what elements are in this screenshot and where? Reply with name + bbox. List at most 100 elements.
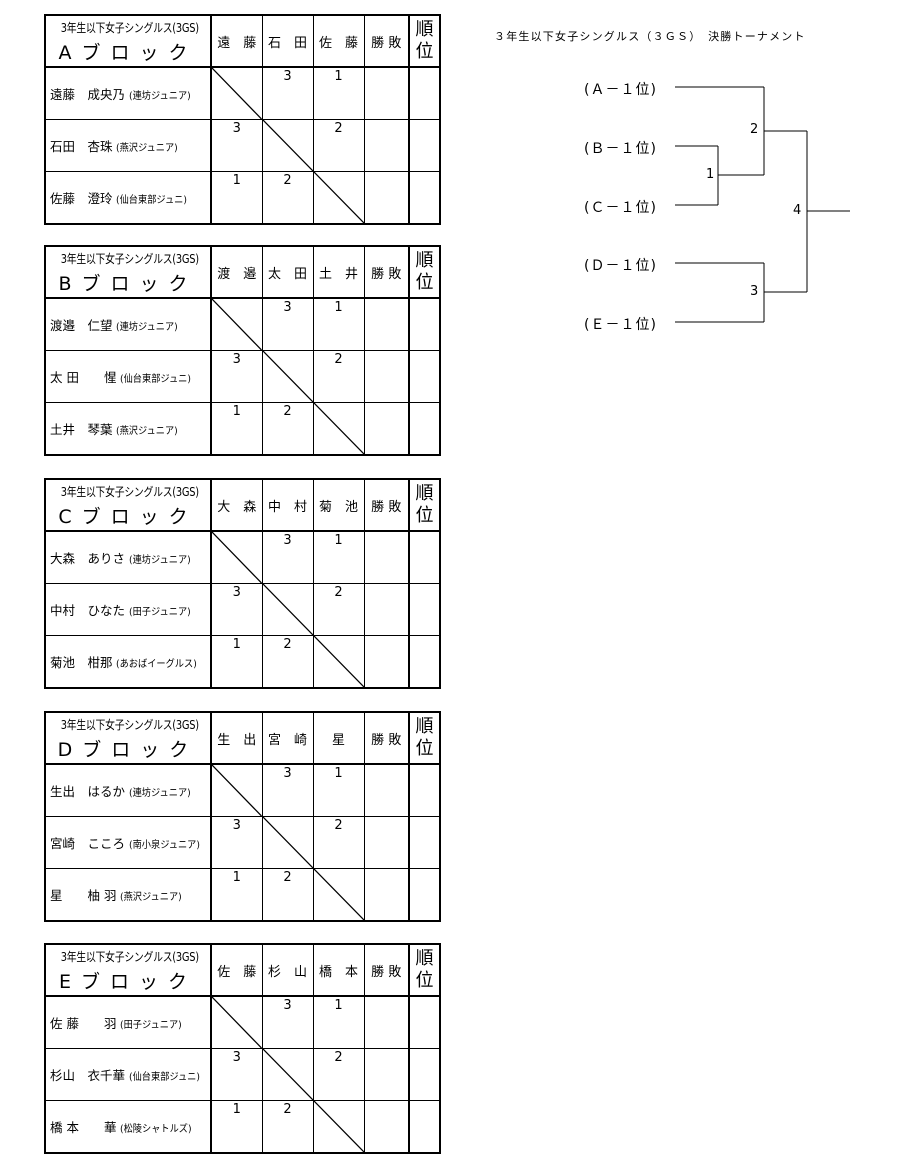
slot-d: (Ｄ－１位) xyxy=(584,258,657,274)
self-match-cell xyxy=(210,297,263,351)
score-cell: 3 xyxy=(210,816,263,869)
score-cell: 1 xyxy=(210,402,263,456)
score-cell: 3 xyxy=(210,1048,263,1101)
player-name: 渡邉 仁望 xyxy=(50,318,113,333)
score-value: 2 xyxy=(283,1102,292,1117)
self-match-cell xyxy=(312,402,365,456)
rank-cell xyxy=(408,350,441,403)
player-cell: 佐 藤 羽 (田子ジュニア) xyxy=(44,995,212,1049)
self-match-cell xyxy=(210,763,263,817)
event-name: 3年生以下女子シングルス(3GS) xyxy=(60,485,199,499)
self-match-cell xyxy=(210,995,263,1049)
player-club: (連坊ジュニア) xyxy=(116,322,179,333)
score-value: 1 xyxy=(232,404,241,419)
player-club: (仙台東部ジュニ) xyxy=(116,195,188,206)
score-cell: 1 xyxy=(210,868,263,922)
block-name: Aブロック xyxy=(58,42,198,64)
self-match-cell xyxy=(261,583,314,636)
opponent-header: 宮 崎 xyxy=(261,711,314,765)
win-loss-header: 勝 敗 xyxy=(363,245,410,299)
event-name: 3年生以下女子シングルス(3GS) xyxy=(60,950,199,964)
score-cell: 3 xyxy=(210,583,263,636)
score-value: 2 xyxy=(334,1050,343,1065)
player-name: 中村 ひなた xyxy=(50,603,126,618)
opponent-header: 遠 藤 xyxy=(210,14,263,68)
score-cell: 2 xyxy=(261,635,314,689)
player-cell: 宮崎 こころ (南小泉ジュニア) xyxy=(44,816,212,869)
block-name: Cブロック xyxy=(58,506,198,528)
losses-label: 敗 xyxy=(388,964,402,980)
player-name: 太 田 惺 xyxy=(50,370,117,385)
self-match-cell xyxy=(210,530,263,584)
event-name: 3年生以下女子シングルス(3GS) xyxy=(60,21,199,35)
match-number: 4 xyxy=(793,203,802,218)
win-loss-cell xyxy=(363,530,410,584)
player-cell: 渡邉 仁望 (連坊ジュニア) xyxy=(44,297,212,351)
score-cell: 2 xyxy=(261,171,314,225)
block-title-cell: 3年生以下女子シングルス(3GS) Eブロック xyxy=(44,943,212,997)
player-club: (連坊ジュニア) xyxy=(128,788,191,799)
player-name: 佐 藤 羽 xyxy=(50,1016,117,1031)
score-cell: 2 xyxy=(312,119,365,172)
block-a: 3年生以下女子シングルス(3GS) Aブロック 遠 藤 石 田 佐 藤 勝 敗 … xyxy=(44,14,441,225)
opponent-header: 石 田 xyxy=(261,14,314,68)
opponent-header: 大 森 xyxy=(210,478,263,532)
player-cell: 石田 杏珠 (燕沢ジュニア) xyxy=(44,119,212,172)
wins-label: 勝 xyxy=(371,499,385,515)
score-value: 3 xyxy=(283,766,292,781)
win-loss-cell xyxy=(363,1048,410,1101)
slot-c: (Ｃ－１位) xyxy=(584,200,657,216)
match-number: 1 xyxy=(706,167,715,182)
event-name: 3年生以下女子シングルス(3GS) xyxy=(60,252,199,266)
score-cell: 3 xyxy=(210,119,263,172)
player-cell: 中村 ひなた (田子ジュニア) xyxy=(44,583,212,636)
tournament-bracket xyxy=(675,86,850,323)
block-title-cell: 3年生以下女子シングルス(3GS) Bブロック xyxy=(44,245,212,299)
score-cell: 1 xyxy=(210,1100,263,1154)
score-value: 2 xyxy=(283,637,292,652)
score-cell: 2 xyxy=(261,402,314,456)
player-club: (あおばイーグルス) xyxy=(116,659,198,670)
win-loss-header: 勝 敗 xyxy=(363,711,410,765)
rank-cell xyxy=(408,530,441,584)
score-cell: 1 xyxy=(210,635,263,689)
score-value: 3 xyxy=(283,69,292,84)
slot-e: (Ｅ－１位) xyxy=(584,317,657,333)
player-cell: 橋 本 華 (松陵シャトルズ) xyxy=(44,1100,212,1154)
opponent-header: 橋 本 xyxy=(312,943,365,997)
block-name: Eブロック xyxy=(58,971,197,993)
player-club: (田子ジュニア) xyxy=(128,607,191,618)
score-cell: 3 xyxy=(261,297,314,351)
rank-header: 順 位 xyxy=(408,478,441,532)
player-club: (南小泉ジュニア) xyxy=(128,840,200,851)
score-cell: 1 xyxy=(312,297,365,351)
win-loss-cell xyxy=(363,1100,410,1154)
block-b: 3年生以下女子シングルス(3GS) Bブロック 渡 邉 太 田 土 井 勝 敗 … xyxy=(44,245,441,456)
opponent-header: 太 田 xyxy=(261,245,314,299)
opponent-header: 星 xyxy=(312,711,365,765)
opponent-header: 菊 池 xyxy=(312,478,365,532)
losses-label: 敗 xyxy=(388,266,402,282)
player-name: 土井 琴葉 xyxy=(50,422,113,437)
player-name: 杉山 衣千華 xyxy=(50,1068,126,1083)
wins-label: 勝 xyxy=(371,964,385,980)
match-number: 2 xyxy=(750,122,759,137)
score-cell: 3 xyxy=(261,763,314,817)
score-cell: 2 xyxy=(312,816,365,869)
player-name: 宮崎 こころ xyxy=(50,836,126,851)
score-value: 1 xyxy=(334,766,343,781)
rank-cell xyxy=(408,763,441,817)
opponent-header: 佐 藤 xyxy=(210,943,263,997)
self-match-cell xyxy=(312,171,365,225)
score-value: 3 xyxy=(232,818,241,833)
rank-header: 順 位 xyxy=(408,14,441,68)
wins-label: 勝 xyxy=(371,266,385,282)
round-robin-table: 3年生以下女子シングルス(3GS) Aブロック 遠 藤 石 田 佐 藤 勝 敗 … xyxy=(44,14,441,225)
player-club: (燕沢ジュニア) xyxy=(120,892,183,903)
score-cell: 3 xyxy=(261,530,314,584)
win-loss-cell xyxy=(363,868,410,922)
score-value: 1 xyxy=(232,870,241,885)
event-name: 3年生以下女子シングルス(3GS) xyxy=(60,718,199,732)
score-value: 1 xyxy=(334,69,343,84)
self-match-cell xyxy=(261,119,314,172)
